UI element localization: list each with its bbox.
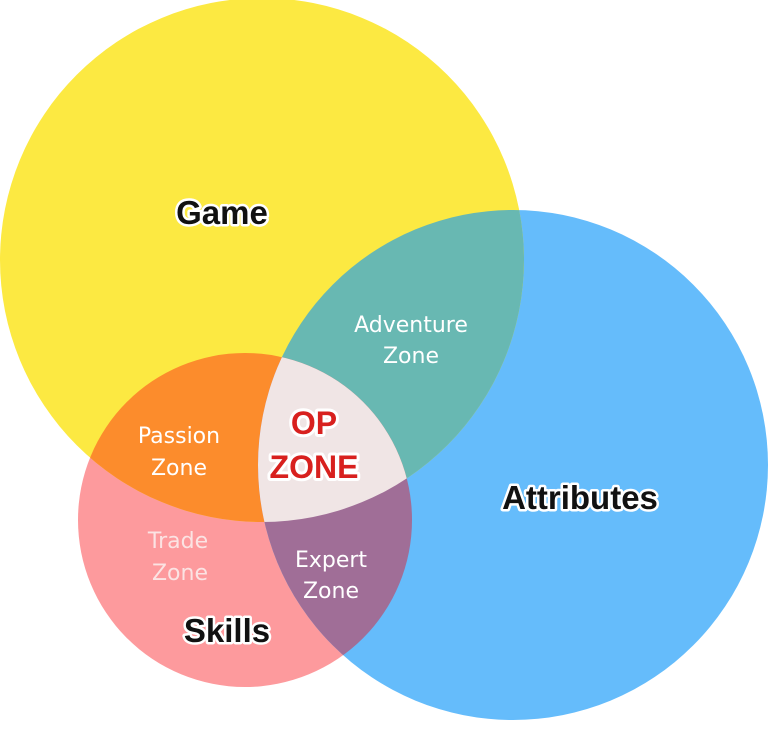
expert-zone-label-line2: Zone bbox=[303, 579, 359, 604]
passion-zone-label-line1: Passion bbox=[138, 424, 220, 449]
op-zone-label-line1: OP bbox=[291, 405, 337, 441]
adventure-zone-label-line2: Zone bbox=[383, 344, 439, 369]
attributes-label: Attributes bbox=[502, 479, 658, 516]
passion-zone-label-line2: Zone bbox=[151, 456, 207, 481]
op-zone-region bbox=[258, 353, 412, 522]
expert-zone-label-line1: Expert bbox=[295, 548, 367, 573]
op-zone-label-line2: ZONE bbox=[270, 449, 359, 485]
trade-zone-label-line2: Zone bbox=[152, 561, 208, 586]
adventure-zone-label-line1: Adventure bbox=[354, 313, 468, 338]
game-label: Game bbox=[176, 194, 268, 231]
trade-zone-label-line1: Trade bbox=[147, 529, 208, 554]
skills-label: Skills bbox=[184, 612, 270, 649]
